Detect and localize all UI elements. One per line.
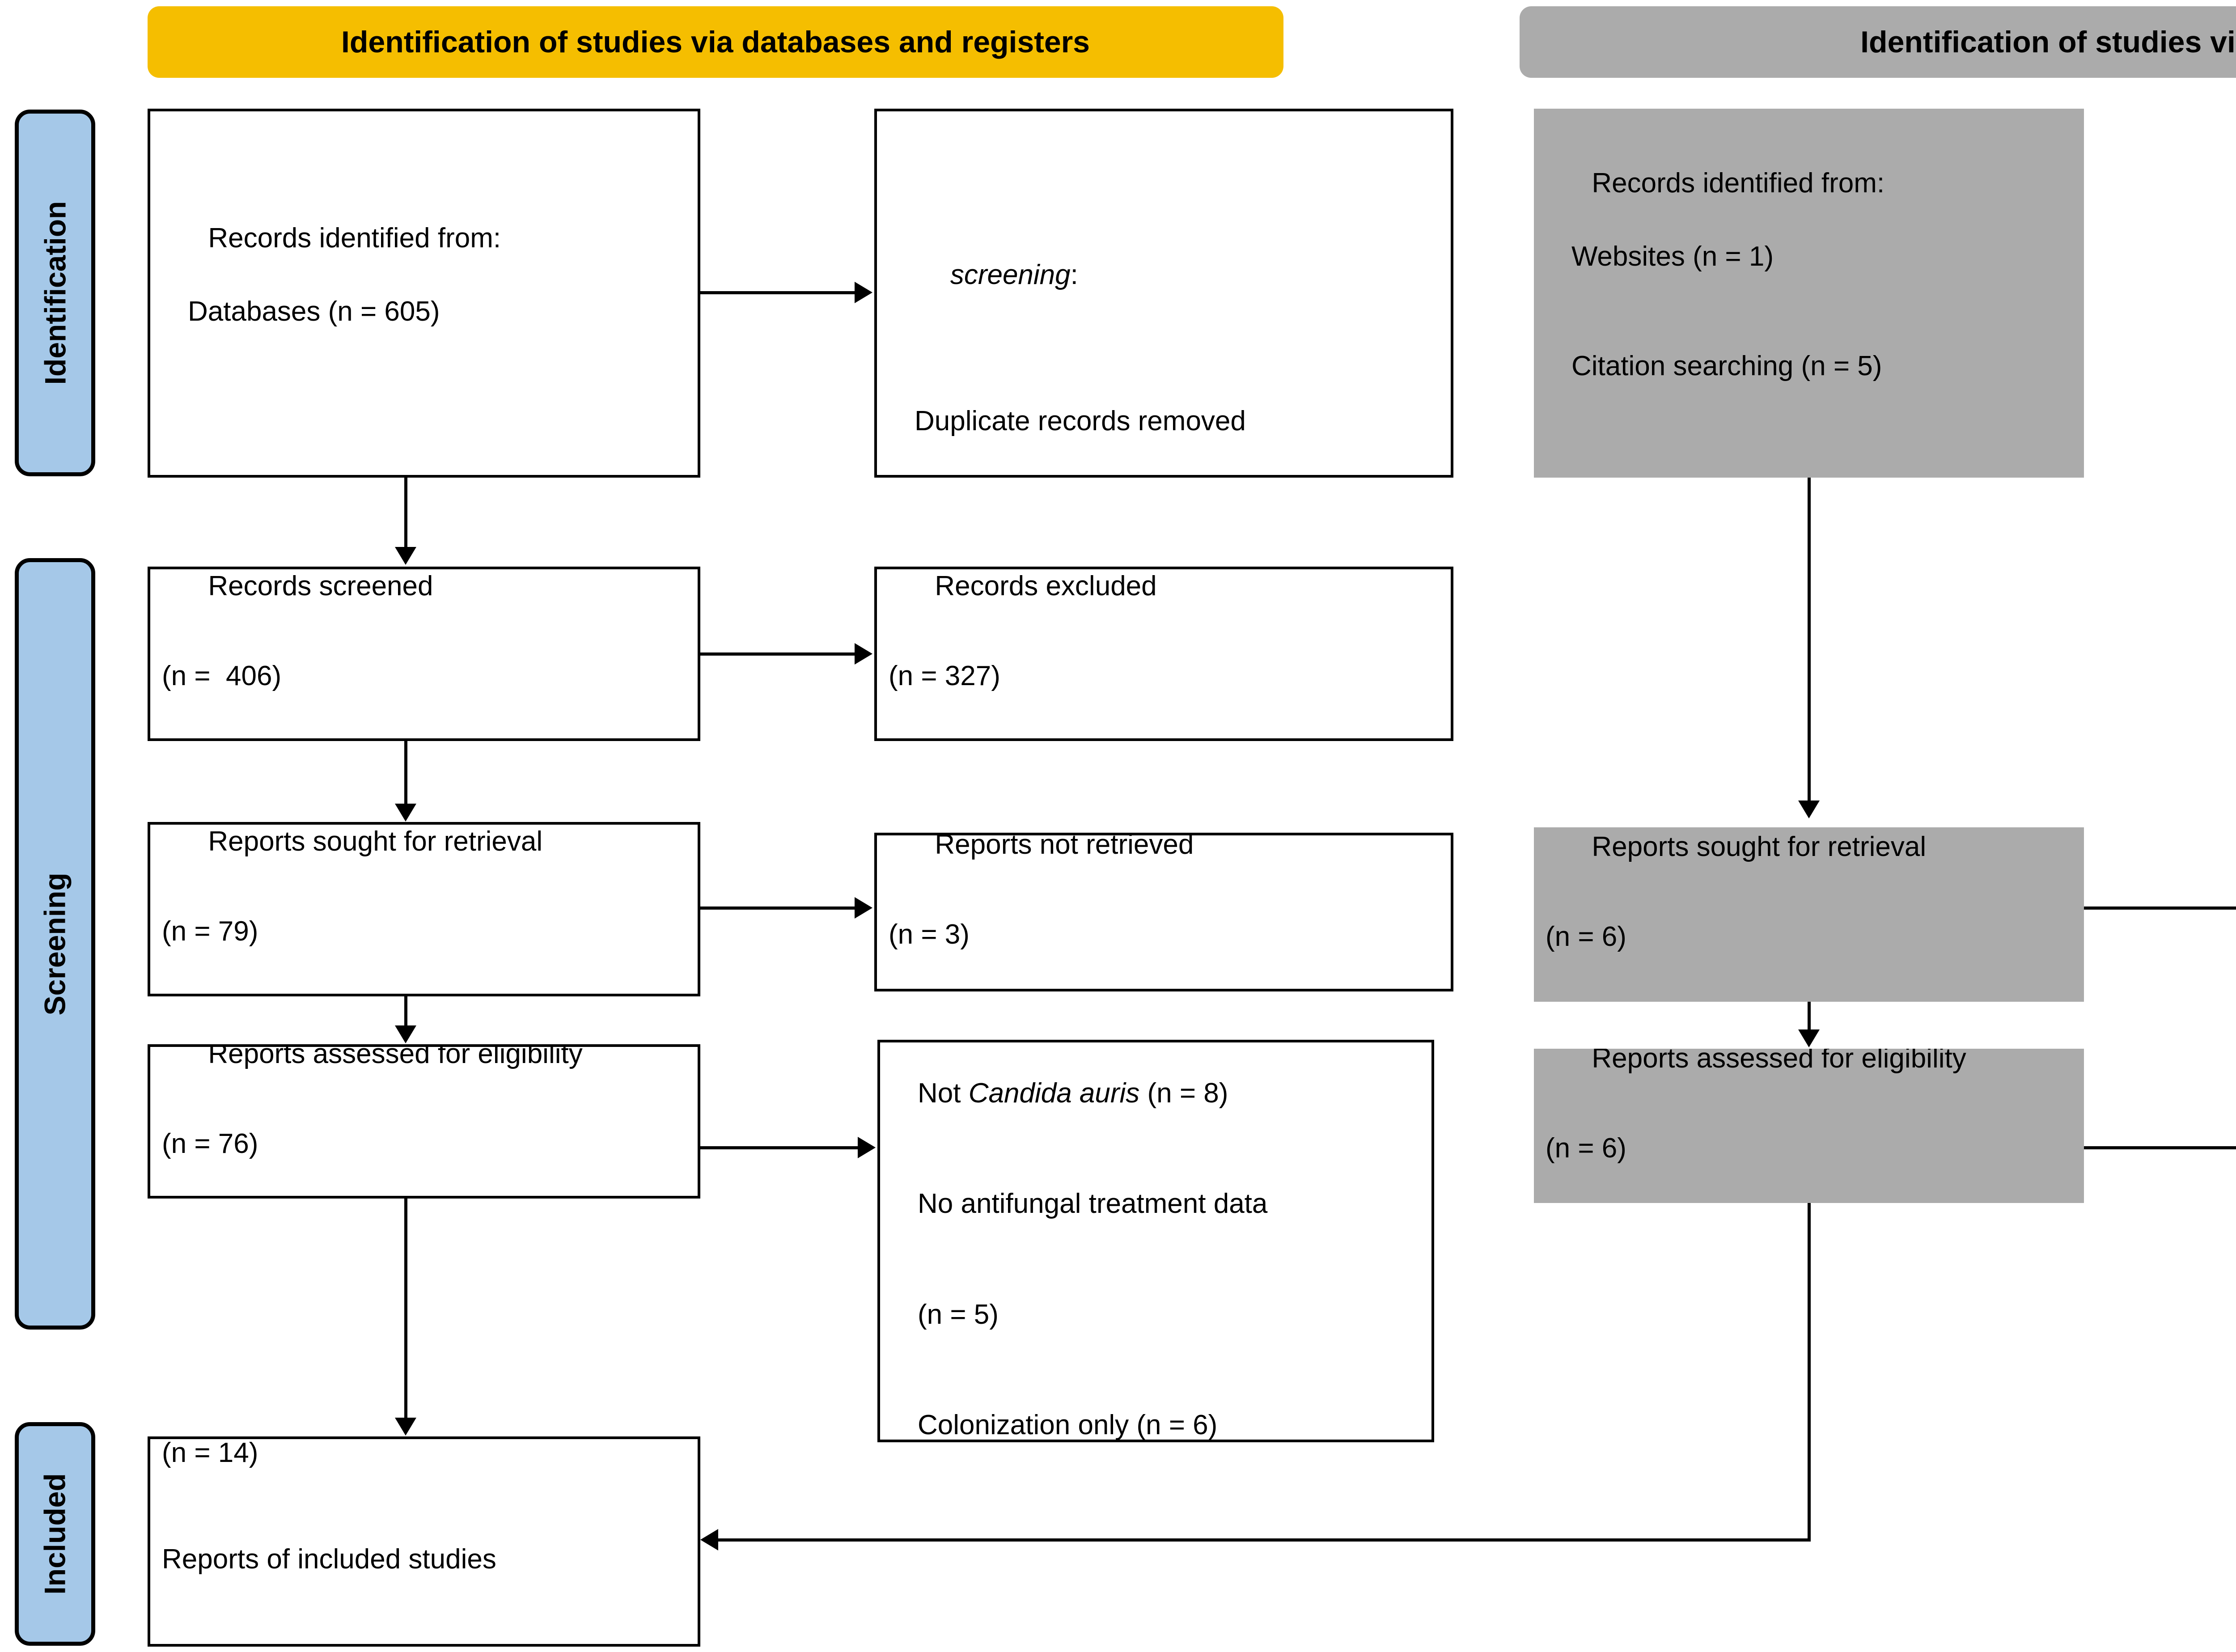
arrow-sought-to-not-retrieved	[855, 897, 872, 919]
banner-databases: Identification of studies via databases …	[148, 6, 1283, 78]
arrow-identified-to-screened	[395, 547, 416, 565]
banner-other-methods: Identification of studies via other meth…	[1520, 6, 2236, 78]
records-removed-line3: Duplicate records removed	[915, 405, 1246, 436]
connector-other-assessed-left	[718, 1538, 1811, 1542]
connector-other-assessed-to-excluded	[2084, 1146, 2236, 1149]
arrow-sought-to-assessed	[395, 1025, 416, 1043]
connector-sought-to-not-retrieved	[700, 906, 855, 910]
reports-assessed-db-line2: (n = 76)	[162, 1128, 258, 1159]
records-removed-line1: Records removed before	[889, 111, 1444, 147]
stage-label-screening-text: Screening	[38, 872, 72, 1016]
records-screened-line1: Records screened	[208, 571, 433, 602]
reports-sought-other-line1: Reports sought for retrieval	[1592, 831, 1927, 863]
records-removed-line2: screening:	[950, 259, 1078, 290]
records-screened-line2: (n = 406)	[162, 661, 282, 691]
banner-other-methods-label: Identification of studies via other meth…	[1860, 25, 2236, 59]
arrow-other-sought-to-assessed	[1798, 1029, 1820, 1047]
records-excluded-line1: Records excluded	[935, 571, 1157, 602]
connector-screened-to-sought	[404, 741, 407, 804]
records-identified-other-line3: Citation searching (n = 5)	[1571, 351, 1882, 382]
studies-included-line2: (n = 14)	[162, 1437, 258, 1468]
connector-other-assessed-down	[1808, 1203, 1811, 1542]
box-records-screened: Records screened (n = 406)	[148, 567, 700, 741]
connector-identified-to-screened	[404, 478, 407, 547]
reports-excluded-db-reason-3b: (n = 5)	[918, 1299, 999, 1330]
reports-sought-db-line1: Reports sought for retrieval	[208, 826, 543, 857]
reports-assessed-other-line1: Reports assessed for eligibility	[1592, 1049, 1966, 1074]
box-reports-not-retrieved-databases: Reports not retrieved (n = 3)	[874, 833, 1453, 991]
stage-label-identification-text: Identification	[38, 201, 72, 385]
box-records-identified-databases: Records identified from: Databases (n = …	[148, 109, 700, 478]
arrow-other-identified-to-sought	[1798, 801, 1820, 818]
reports-sought-other-line2: (n = 6)	[1546, 921, 1626, 952]
connector-identified-to-removed	[700, 291, 855, 294]
connector-sought-to-assessed	[404, 996, 407, 1025]
records-identified-databases-line1: Records identified from:	[208, 222, 501, 254]
reports-excluded-db-reason-3a: No antifungal treatment data	[918, 1188, 1268, 1220]
stage-label-identification: Identification	[15, 110, 95, 476]
connector-screened-to-excluded	[700, 652, 855, 656]
reports-excluded-db-reason-4: Colonization only (n = 6)	[918, 1410, 1218, 1441]
studies-included-line3: Reports of included studies	[162, 1544, 496, 1575]
records-identified-other-line1: Records identified from:	[1592, 168, 1885, 199]
reports-not-retrieved-db-line1: Reports not retrieved	[935, 833, 1194, 860]
records-excluded-line2: (n = 327)	[889, 661, 1000, 691]
connector-other-sought-to-assessed	[1808, 1002, 1811, 1029]
box-records-excluded: Records excluded (n = 327)	[874, 567, 1453, 741]
records-identified-databases-line2: Databases (n = 605)	[188, 296, 440, 327]
connector-assessed-to-included	[404, 1199, 407, 1418]
box-studies-included: Studies included in review (n = 14) Repo…	[148, 1436, 700, 1647]
arrow-screened-to-sought	[395, 804, 416, 822]
records-identified-other-line2: Websites (n = 1)	[1571, 241, 1774, 272]
reports-excluded-db-reason-2: Not Candida auris (n = 8)	[918, 1077, 1228, 1109]
arrow-assessed-to-excluded	[858, 1137, 876, 1158]
stage-label-included: Included	[15, 1422, 95, 1646]
box-reports-sought-databases: Reports sought for retrieval (n = 79)	[148, 822, 700, 996]
box-reports-sought-other: Reports sought for retrieval (n = 6)	[1534, 827, 2084, 1002]
connector-assessed-to-excluded	[700, 1146, 858, 1149]
arrow-screened-to-excluded	[855, 643, 872, 665]
box-records-identified-other: Records identified from: Websites (n = 1…	[1534, 109, 2084, 478]
arrow-assessed-to-included	[395, 1418, 416, 1436]
reports-not-retrieved-db-line2: (n = 3)	[889, 919, 970, 950]
box-reports-assessed-other: Reports assessed for eligibility (n = 6)	[1534, 1049, 2084, 1203]
arrow-identified-to-removed	[855, 282, 872, 303]
reports-assessed-db-line1: Reports assessed for eligibility	[208, 1044, 583, 1069]
box-reports-excluded-databases: Reports excluded: Aggregate data only, n…	[877, 1040, 1434, 1442]
arrow-other-assessed-to-included	[700, 1529, 718, 1550]
stage-label-screening: Screening	[15, 558, 95, 1330]
box-records-removed-before-screening: Records removed before screening: Duplic…	[874, 109, 1453, 478]
banner-databases-label: Identification of studies via databases …	[341, 25, 1090, 59]
stage-label-included-text: Included	[38, 1473, 72, 1595]
box-reports-assessed-databases: Reports assessed for eligibility (n = 76…	[148, 1044, 700, 1199]
reports-sought-db-line2: (n = 79)	[162, 916, 258, 947]
reports-assessed-other-line2: (n = 6)	[1546, 1132, 1626, 1164]
connector-other-sought-to-not-retrieved	[2084, 906, 2236, 910]
connector-other-identified-to-sought	[1808, 478, 1811, 801]
